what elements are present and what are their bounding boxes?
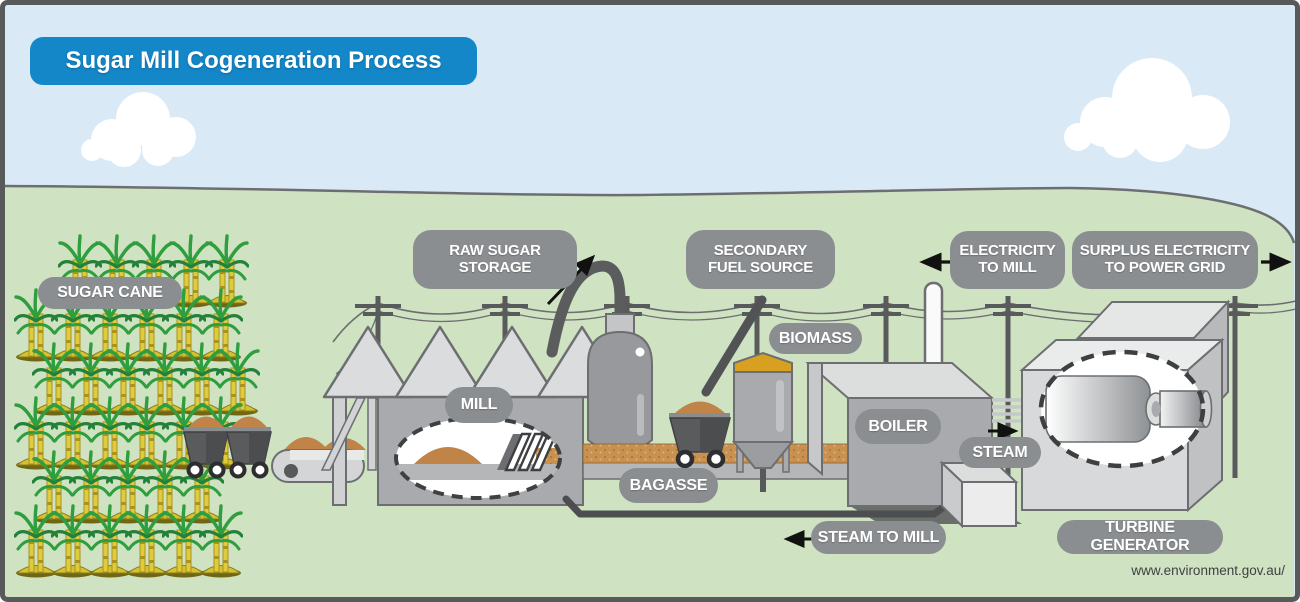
steam-pipes: [992, 398, 1024, 423]
cloud-icon: [81, 92, 196, 167]
biomass-cart-icon: [669, 401, 731, 469]
cloud-icon: [1064, 58, 1230, 162]
label-boiler: BOILER: [855, 409, 941, 444]
label-bagasse: BAGASSE: [619, 468, 718, 503]
horizon-line: [3, 184, 1296, 244]
label-steam: STEAM: [959, 437, 1041, 468]
label-sugar-cane: SUGAR CANE: [38, 277, 182, 309]
label-mill: MILL: [445, 387, 513, 423]
turbine-icon: [1045, 375, 1213, 443]
biomass-silo: [731, 351, 795, 492]
turbine-magnifier: [1038, 349, 1213, 469]
page-title: Sugar Mill Cogeneration Process: [30, 37, 477, 85]
label-electricity-to-mill: ELECTRICITY TO MILL: [950, 231, 1065, 289]
biomass-gold-top: [733, 351, 793, 373]
steam-cube: [939, 460, 1019, 529]
power-pole-icon: [355, 296, 1258, 500]
fuel-chute: [701, 295, 767, 397]
label-steam-to-mill: STEAM TO MILL: [811, 521, 946, 554]
harvest-cart-icon: [183, 416, 229, 479]
label-secondary-fuel-source: SECONDARY FUEL SOURCE: [686, 230, 835, 289]
label-turbine-generator: TURBINE GENERATOR: [1057, 519, 1223, 554]
label-biomass: BIOMASS: [769, 323, 862, 354]
magnifier-dashed-ellipse: [1038, 349, 1206, 469]
harvest-cart-icon: [226, 416, 272, 479]
mill-magnifier: [394, 416, 562, 500]
source-url: www.environment.gov.au/: [1131, 563, 1285, 578]
raw-sugar-pipe: [546, 260, 626, 358]
label-raw-sugar-storage: RAW SUGAR STORAGE: [413, 230, 577, 289]
label-surplus-electricity: SURPLUS ELECTRICITY TO POWER GRID: [1072, 231, 1258, 289]
